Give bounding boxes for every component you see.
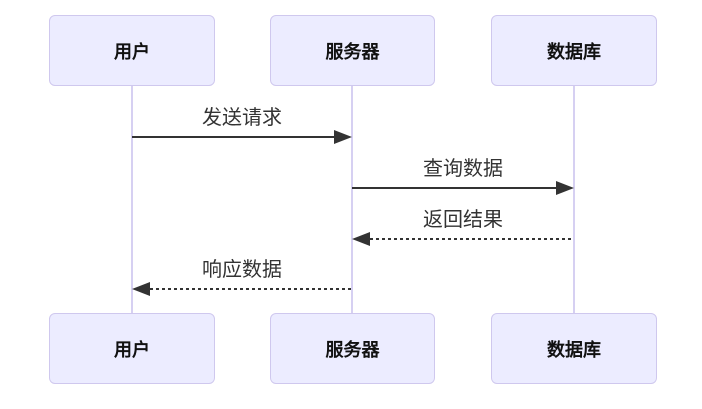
actor-box-database-top: 数据库 bbox=[491, 15, 657, 86]
message-arrowhead-return-result bbox=[352, 232, 370, 246]
message-label-send-request: 发送请求 bbox=[202, 107, 282, 129]
lifeline-user bbox=[131, 86, 133, 313]
message-arrowhead-send-request bbox=[334, 130, 352, 144]
message-arrowhead-query-data bbox=[556, 181, 574, 195]
message-label-query-data: 查询数据 bbox=[423, 158, 503, 180]
message-label-response-data: 响应数据 bbox=[202, 259, 282, 281]
message-arrowhead-response-data bbox=[132, 282, 150, 296]
actor-box-database-bottom: 数据库 bbox=[491, 313, 657, 384]
lifeline-database bbox=[573, 86, 575, 313]
actor-box-user-bottom: 用户 bbox=[49, 313, 215, 384]
message-label-return-result: 返回结果 bbox=[423, 209, 503, 231]
actor-box-user-top: 用户 bbox=[49, 15, 215, 86]
actor-box-server-top: 服务器 bbox=[270, 15, 435, 86]
actor-box-server-bottom: 服务器 bbox=[270, 313, 435, 384]
lifeline-server bbox=[351, 86, 353, 313]
